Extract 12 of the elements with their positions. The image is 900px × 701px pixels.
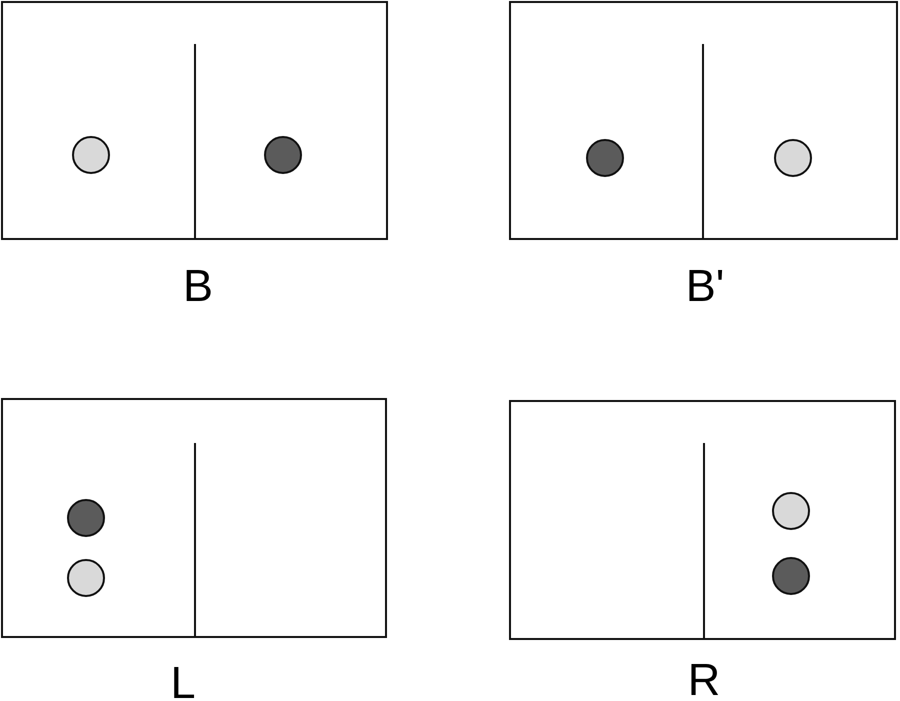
dot-icon xyxy=(586,139,624,177)
dot-icon xyxy=(264,136,302,174)
panel-label: B' xyxy=(686,263,724,308)
dot-icon xyxy=(772,492,810,530)
dot-icon xyxy=(774,139,812,177)
dot-icon xyxy=(67,499,105,537)
panel-label: R xyxy=(688,657,720,701)
dot-icon xyxy=(72,136,110,174)
dot-icon xyxy=(772,557,810,595)
panel-label: L xyxy=(170,660,196,701)
dot-icon xyxy=(67,559,105,597)
panel-label: B xyxy=(183,263,213,308)
